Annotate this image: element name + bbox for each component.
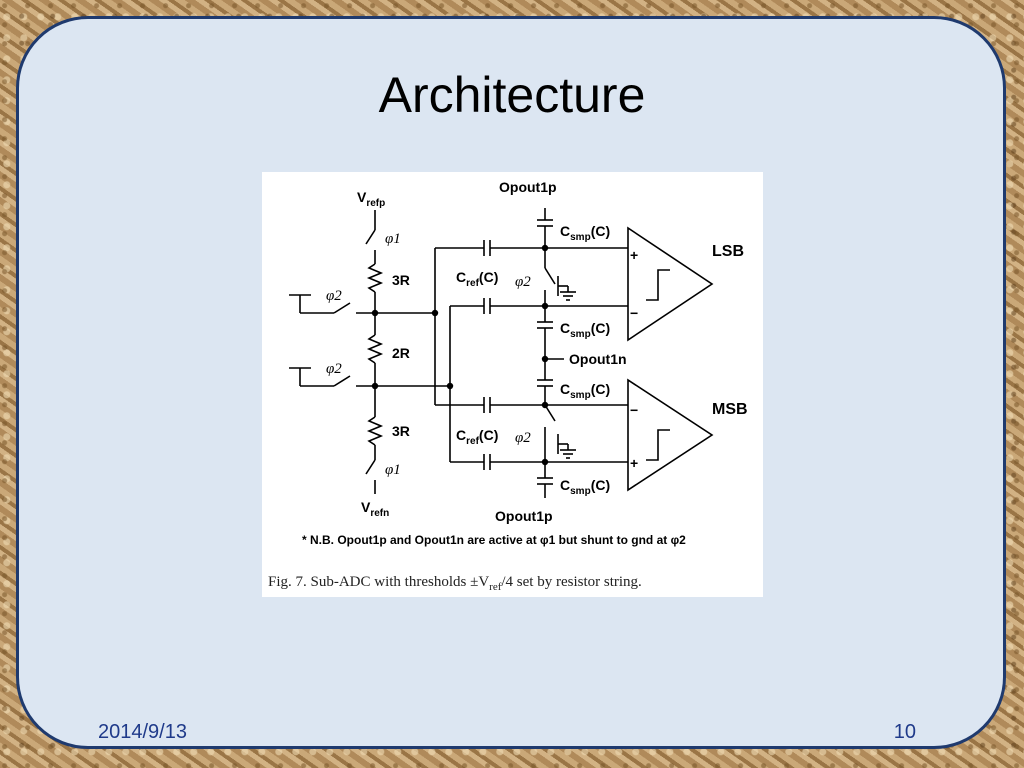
phi1-top-label: φ1 bbox=[385, 231, 401, 247]
slide-page-number: 10 bbox=[893, 721, 916, 743]
figure-caption: Fig. 7. Sub-ADC with thresholds ±Vref/4 … bbox=[268, 574, 642, 593]
slide-date: 2014/9/13 bbox=[98, 721, 187, 743]
csmp-label-1: Csmp(C) bbox=[560, 223, 610, 243]
phi2-left-top-label: φ2 bbox=[326, 288, 342, 304]
circuit-figure: Vrefp Vrefn 3R 2R 3R Opout1p Opout1p Opo… bbox=[262, 172, 763, 597]
csmp-label-2: Csmp(C) bbox=[560, 320, 610, 340]
cref-label-bottom: Cref(C) bbox=[456, 427, 498, 447]
lsb-label: LSB bbox=[712, 243, 744, 260]
resistor-3r-bottom-label: 3R bbox=[392, 423, 410, 439]
csmp-label-3: Csmp(C) bbox=[560, 381, 610, 401]
opout1p-top-label: Opout1p bbox=[499, 179, 557, 195]
comparator-top-plus: + bbox=[630, 247, 638, 263]
resistor-2r-label: 2R bbox=[392, 345, 410, 361]
resistor-3r-top-label: 3R bbox=[392, 272, 410, 288]
cref-label-top: Cref(C) bbox=[456, 269, 498, 289]
opout1n-label: Opout1n bbox=[569, 351, 627, 367]
comparator-bottom-minus: − bbox=[630, 402, 638, 418]
phi2-left-bottom-label: φ2 bbox=[326, 361, 342, 377]
vrefn-label: Vrefn bbox=[361, 499, 389, 519]
phi2-mid-top-label: φ2 bbox=[515, 274, 531, 290]
vrefp-label: Vrefp bbox=[357, 189, 385, 209]
msb-label: MSB bbox=[712, 401, 748, 418]
opout1p-bottom-label: Opout1p bbox=[495, 508, 553, 524]
note-text: * N.B. Opout1p and Opout1n are active at… bbox=[302, 533, 686, 547]
phi2-mid-bottom-label: φ2 bbox=[515, 430, 531, 446]
phi1-bottom-label: φ1 bbox=[385, 462, 401, 478]
comparator-bottom-plus: + bbox=[630, 455, 638, 471]
comparator-top-minus: − bbox=[630, 305, 638, 321]
slide-title: Architecture bbox=[378, 67, 646, 123]
csmp-label-4: Csmp(C) bbox=[560, 477, 610, 497]
circuit-diagram: Vrefp Vrefn 3R 2R 3R Opout1p Opout1p Opo… bbox=[289, 179, 748, 547]
